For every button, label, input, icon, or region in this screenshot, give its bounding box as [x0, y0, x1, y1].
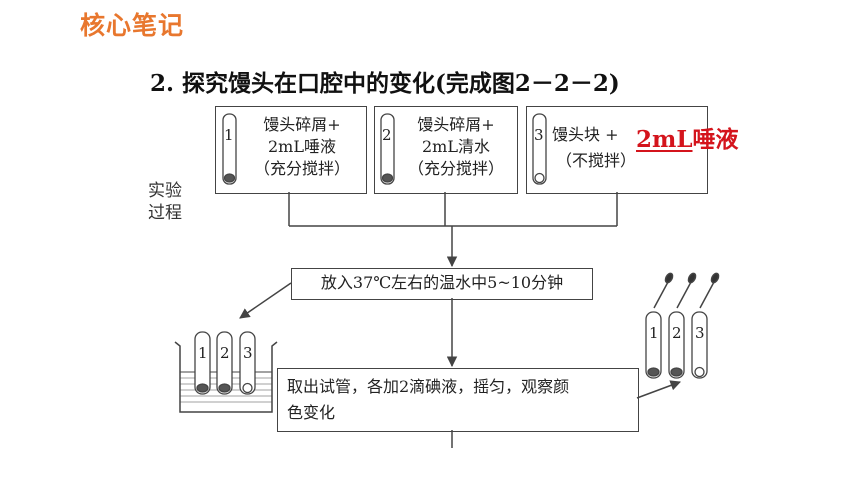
- tube1-line3: （充分搅拌）: [253, 159, 350, 178]
- experiment-label-line2: 过程: [148, 203, 182, 223]
- tube1-text: 馒头碎屑+ 2mL唾液 （充分搅拌）: [242, 114, 362, 180]
- beaker-tube-3-number: 3: [243, 344, 253, 362]
- beaker-tubes: [194, 331, 256, 395]
- experiment-label-line1: 实验: [148, 181, 182, 201]
- tube-box-2: [374, 106, 518, 194]
- tube2-text: 馒头碎屑+ 2mL清水 （充分搅拌）: [400, 114, 512, 180]
- section-header: 核心笔记: [80, 11, 185, 40]
- tube2-line3: （充分搅拌）: [407, 159, 504, 178]
- answer-underlined: 2mL: [636, 126, 693, 153]
- top-tube-3-number: 3: [534, 126, 544, 144]
- right-tube-2-number: 2: [672, 324, 682, 342]
- tube1-line1: 馒头碎屑+: [263, 115, 341, 134]
- top-tube-1: [222, 113, 237, 185]
- experiment-label: 实验 过程: [148, 180, 182, 224]
- tube1-line2: 2mL唾液: [268, 137, 336, 156]
- step3-line2: 色变化: [287, 403, 336, 422]
- tube2-line1: 馒头碎屑+: [417, 115, 495, 134]
- right-tube-1-number: 1: [649, 324, 659, 342]
- top-tube-1-number: 1: [224, 126, 234, 144]
- tube2-line2: 2mL清水: [422, 137, 490, 156]
- droppers: [653, 272, 720, 309]
- top-tube-2-number: 2: [382, 126, 392, 144]
- beaker-tube-2-number: 2: [220, 344, 230, 362]
- step2-text: 放入37℃左右的温水中5~10分钟: [320, 273, 564, 292]
- connector-lines: [239, 192, 681, 448]
- answer-text: 2mL唾液: [636, 120, 739, 154]
- right-tubes: [645, 311, 708, 379]
- tube3-line3: （不搅拌）: [556, 151, 637, 170]
- tube-box-1: [215, 106, 367, 194]
- page-title: 2. 探究馒头在口腔中的变化(完成图2－2－2): [150, 70, 620, 97]
- step2-box: [291, 268, 593, 300]
- top-tube-3: [532, 113, 547, 185]
- tube3-line1: 馒头块 +: [552, 125, 619, 144]
- step3-line1: 取出试管，各加2滴碘液，摇匀，观察颜: [287, 377, 570, 396]
- beaker-tube-1-number: 1: [198, 344, 208, 362]
- answer-rest: 唾液: [692, 126, 739, 153]
- top-tube-2: [380, 113, 395, 185]
- step3-box: [277, 368, 639, 432]
- right-tube-3-number: 3: [695, 324, 705, 342]
